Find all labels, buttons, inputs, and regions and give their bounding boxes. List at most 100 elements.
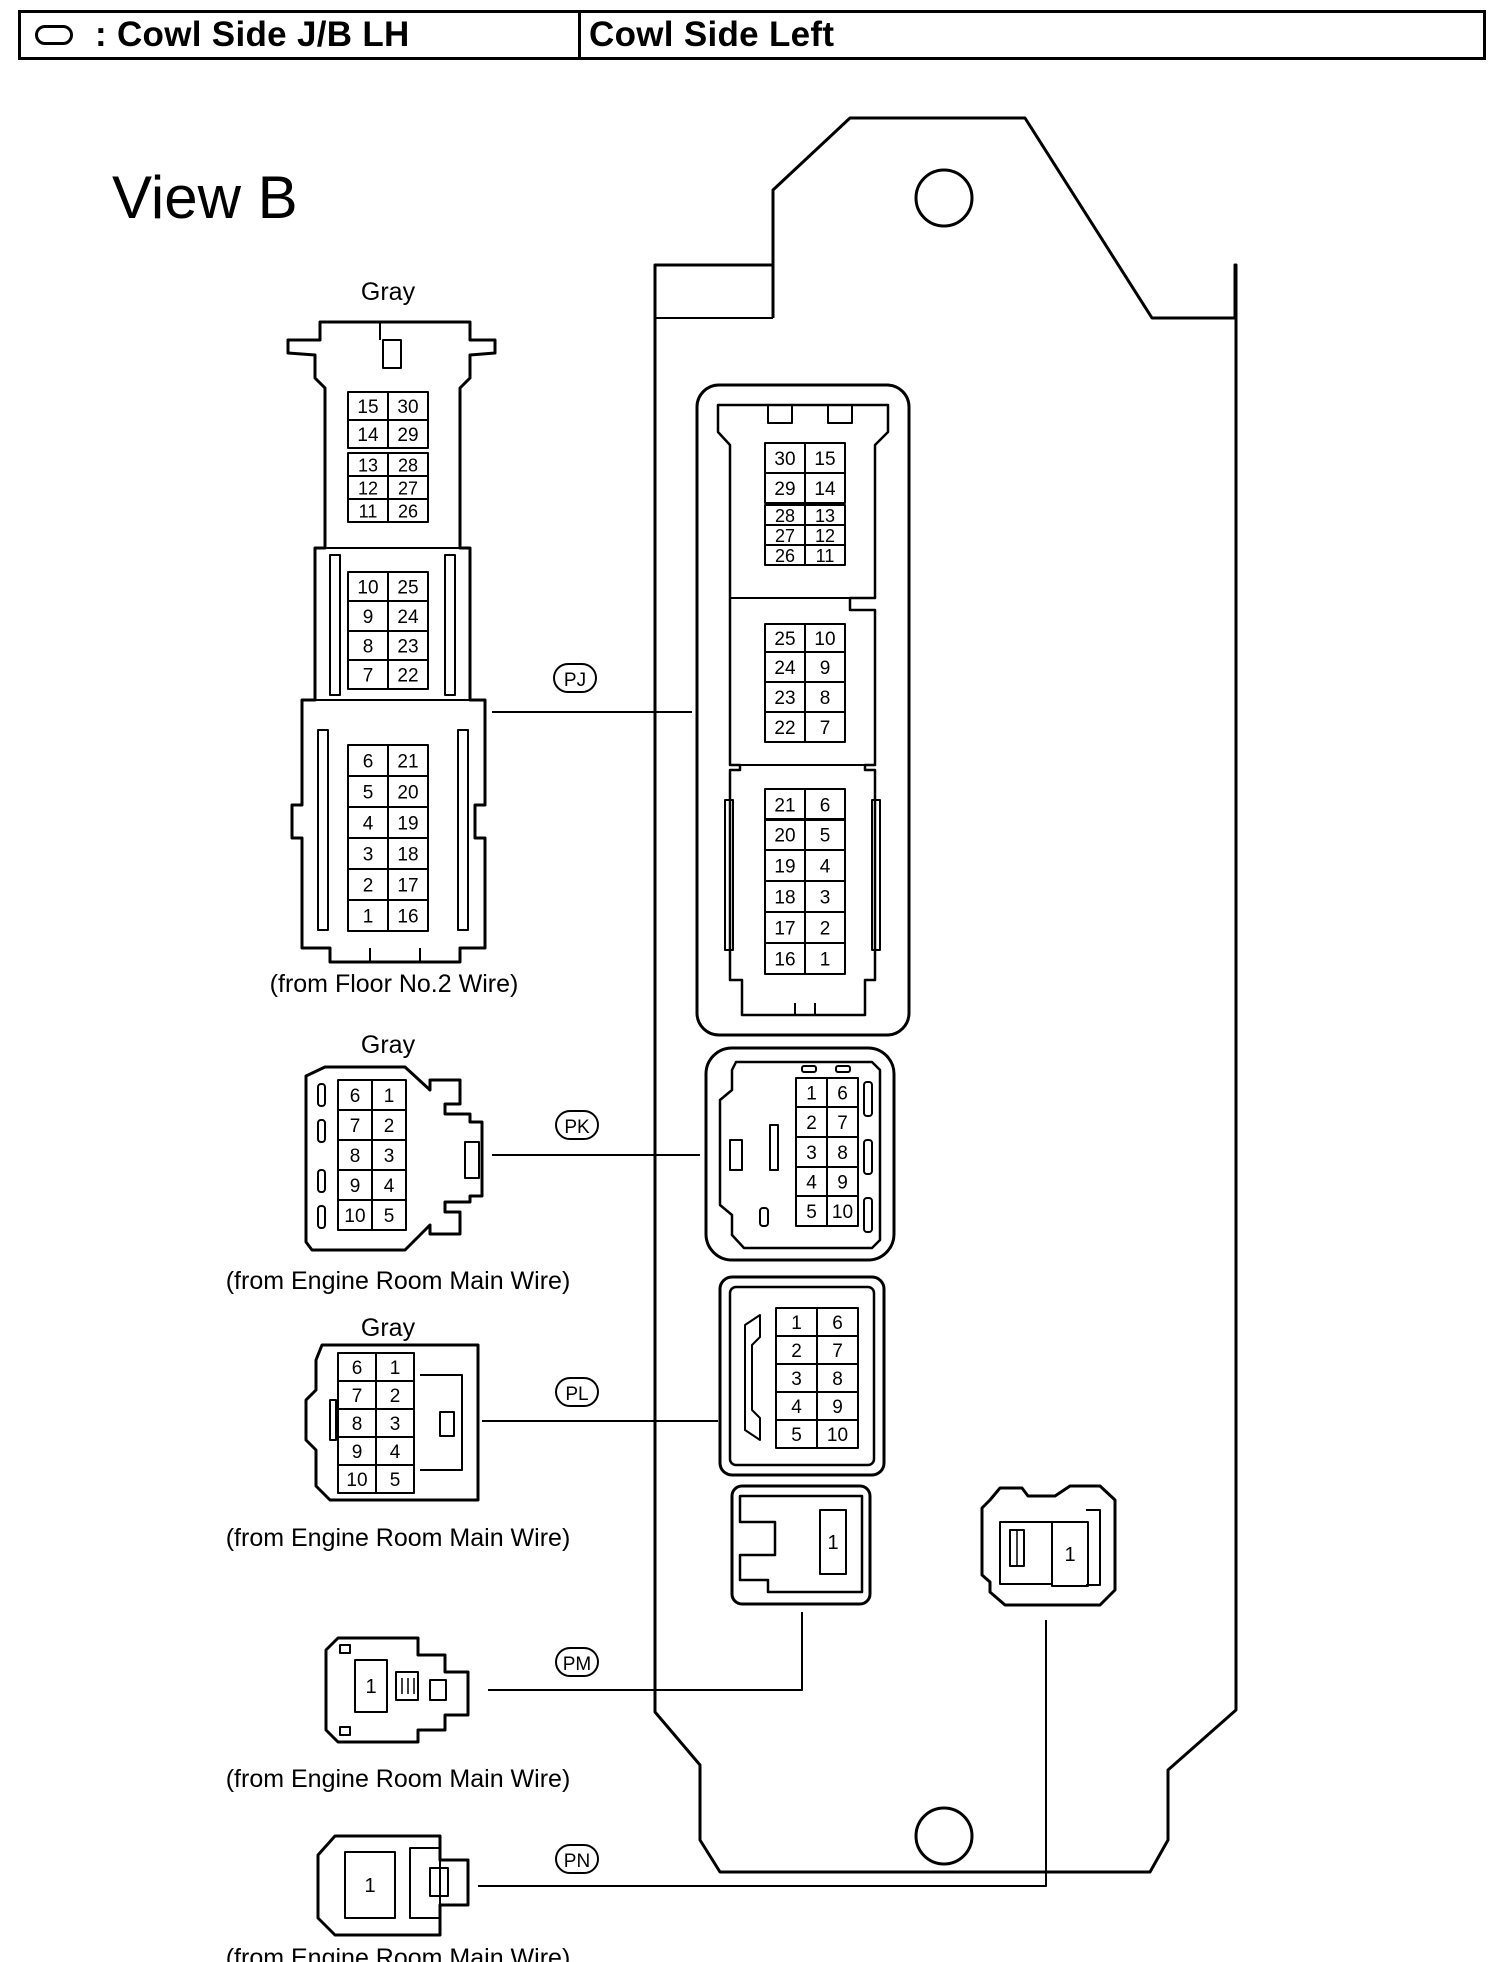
pin-number: 13	[358, 455, 378, 475]
connector-code-pn: PN	[478, 1620, 1047, 1887]
pin-number: 22	[397, 665, 418, 686]
svg-text:PM: PM	[563, 1654, 592, 1675]
pin-number: 1	[364, 1875, 375, 1897]
pin-grid: 1	[364, 1875, 375, 1897]
pin-number: 1	[791, 1313, 802, 1334]
pin-number: 12	[815, 526, 835, 546]
pin-number: 4	[806, 1172, 817, 1193]
pin-number: 5	[820, 825, 831, 846]
pin-number: 2	[791, 1341, 802, 1362]
svg-text:PJ: PJ	[564, 670, 586, 691]
pin-cell	[387, 498, 429, 523]
pin-number: 7	[832, 1341, 843, 1362]
pin-number: 10	[346, 1470, 367, 1491]
view-title: View B	[112, 164, 298, 231]
pin-number: 13	[815, 506, 835, 526]
pin-number: 1	[363, 906, 374, 927]
pin-number: 9	[350, 1176, 361, 1197]
pin-number: 28	[775, 506, 795, 526]
pin-number: 5	[806, 1202, 817, 1223]
mounting-hole-top	[914, 168, 974, 228]
pin-number: 28	[398, 455, 418, 475]
connector-pm-wire-side: 1	[324, 1636, 470, 1744]
connector-pm-jb-side: 1	[730, 1484, 872, 1606]
pin-number: 21	[397, 751, 418, 772]
pin-number: 16	[774, 949, 795, 970]
connector-color-pj: Gray	[361, 278, 416, 306]
pin-number: 10	[832, 1202, 853, 1223]
pin-number: 1	[384, 1086, 395, 1107]
svg-text:PL: PL	[565, 1384, 588, 1405]
pin-number: 15	[814, 449, 835, 470]
pin-number: 24	[397, 607, 419, 628]
pin-number: 1	[390, 1358, 401, 1379]
pin-number: 19	[774, 856, 795, 877]
pin-number: 4	[384, 1176, 395, 1197]
pin-number: 11	[359, 501, 378, 521]
pin-number: 4	[791, 1397, 802, 1418]
pin-number: 14	[357, 425, 379, 446]
connector-source-pl: (from Engine Room Main Wire)	[226, 1524, 571, 1552]
pin-number: 17	[397, 875, 418, 896]
pin-number: 7	[363, 665, 374, 686]
pin-number: 6	[832, 1313, 843, 1334]
pin-number: 9	[832, 1397, 843, 1418]
pin-number: 27	[775, 526, 795, 546]
connector-source-pm: (from Engine Room Main Wire)	[226, 1765, 571, 1793]
pin-cell	[804, 472, 846, 504]
svg-text:PK: PK	[564, 1117, 590, 1138]
pin-number: 2	[820, 918, 831, 939]
pin-number: 2	[363, 875, 374, 896]
pin-number: 4	[390, 1442, 401, 1463]
header-left-cell: : Cowl Side J/B LH	[21, 13, 581, 57]
pin-number: 29	[397, 425, 418, 446]
pin-number: 10	[827, 1425, 848, 1446]
connector-pn-jb-side: 1	[980, 1484, 1117, 1607]
pin-number: 10	[814, 629, 835, 650]
pin-number: 8	[363, 636, 374, 657]
pin-number: 10	[344, 1206, 365, 1227]
svg-text:PN: PN	[564, 1851, 590, 1872]
pin-number: 30	[397, 397, 418, 418]
pin-number: 4	[363, 813, 374, 834]
pin-number: 16	[397, 906, 418, 927]
pin-number: 3	[384, 1146, 395, 1167]
pin-number: 1	[365, 1676, 376, 1698]
pin-number: 8	[837, 1143, 848, 1164]
pin-number: 1	[1064, 1544, 1075, 1566]
pin-number: 25	[397, 577, 418, 598]
pin-cell	[371, 1199, 407, 1231]
pin-cell	[819, 1509, 847, 1575]
connector-code-pl: PL	[482, 1377, 718, 1422]
pin-number: 7	[350, 1116, 361, 1137]
pin-number: 10	[357, 577, 378, 598]
pin-number: 26	[775, 546, 795, 566]
pin-number: 17	[774, 918, 795, 939]
junction-block-title: : Cowl Side J/B LH	[95, 15, 410, 54]
pin-cell	[826, 1195, 859, 1227]
pin-number: 1	[827, 1532, 838, 1554]
pin-cell	[816, 1419, 859, 1449]
pin-number: 7	[352, 1386, 363, 1407]
pin-number: 2	[384, 1116, 395, 1137]
pin-number: 12	[358, 478, 378, 498]
pin-number: 3	[791, 1369, 802, 1390]
pin-cell	[804, 711, 846, 743]
pin-number: 9	[837, 1172, 848, 1193]
pin-number: 3	[820, 887, 831, 908]
pin-number: 7	[820, 718, 831, 739]
pin-number: 11	[816, 546, 835, 566]
pin-number: 9	[352, 1442, 363, 1463]
pin-number: 2	[806, 1113, 817, 1134]
pin-number: 5	[363, 782, 374, 803]
header-right-cell: Cowl Side Left	[581, 15, 834, 55]
connector-source-pk: (from Engine Room Main Wire)	[226, 1267, 571, 1295]
pin-number: 18	[774, 887, 795, 908]
